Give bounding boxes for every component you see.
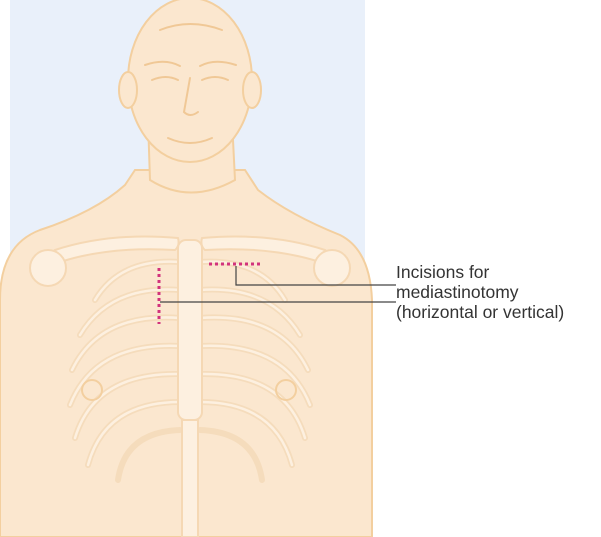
spine [182,420,198,537]
callout-line-2: mediastinotomy [396,282,564,302]
sternum [178,240,202,420]
right-shoulder-joint [314,250,350,286]
callout-line-3: (horizontal or vertical) [396,302,564,322]
right-ear [243,72,261,108]
incision-callout-label: Incisions for mediastinotomy (horizontal… [396,262,564,322]
left-shoulder-joint [30,250,66,286]
left-ear [119,72,137,108]
callout-line-1: Incisions for [396,262,564,282]
